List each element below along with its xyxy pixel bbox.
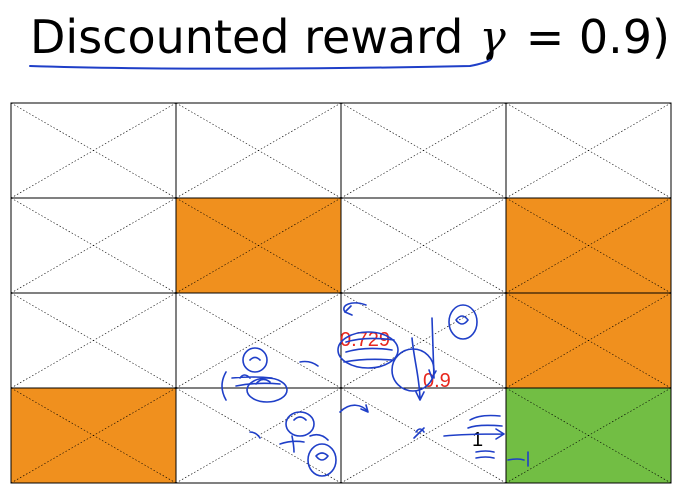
cell-diagonal bbox=[505, 292, 672, 389]
cell-diagonal bbox=[340, 102, 507, 199]
cell-diagonal bbox=[10, 197, 177, 294]
cell-diagonal bbox=[505, 387, 672, 484]
title-suffix: = 0.9) bbox=[525, 10, 670, 64]
gamma-symbol: γ bbox=[479, 11, 506, 63]
cell-diagonal bbox=[340, 197, 507, 294]
cell-diagonal bbox=[175, 292, 342, 389]
cell-diagonal bbox=[505, 102, 672, 199]
cell-diagonal bbox=[175, 197, 342, 294]
cell-diagonal bbox=[10, 102, 177, 199]
cell-diagonal bbox=[505, 197, 672, 294]
gridworld bbox=[10, 102, 672, 484]
slide-title: Discounted reward γ = 0.9) bbox=[30, 2, 670, 72]
title-prefix: Discounted reward bbox=[30, 10, 464, 64]
cell-diagonal bbox=[10, 387, 177, 484]
cell-diagonal bbox=[175, 102, 342, 199]
cell-diagonal bbox=[10, 292, 177, 389]
